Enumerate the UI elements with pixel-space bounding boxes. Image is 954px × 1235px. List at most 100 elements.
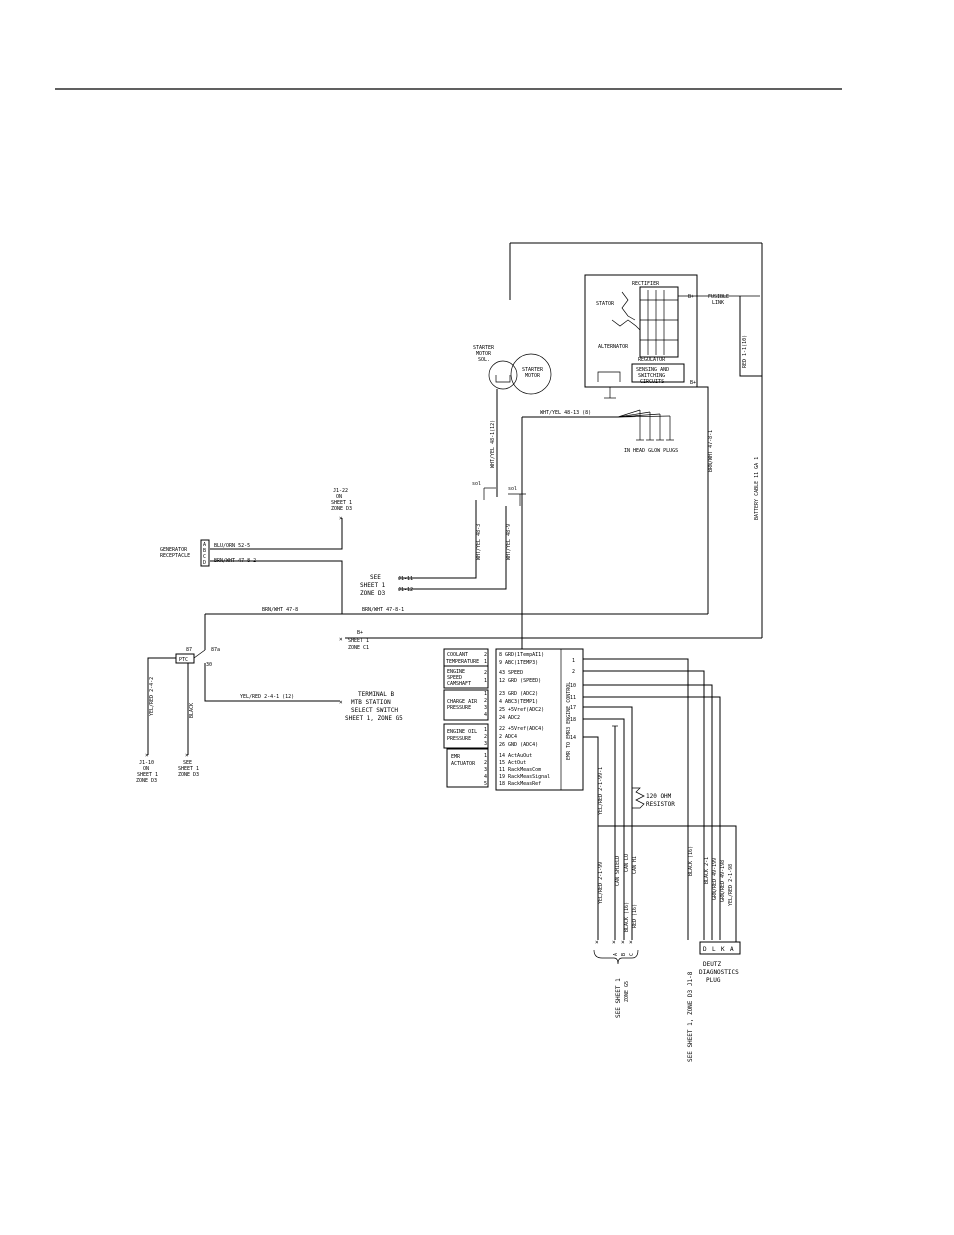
brn-wht-vertical-label: BRN/WHT 47-8-1 [708, 430, 714, 472]
svg-text:×: × [629, 939, 633, 946]
svg-text:11 RackMeasCom: 11 RackMeasCom [499, 767, 541, 773]
svg-text:×: × [339, 699, 343, 706]
sensor-charge-air: CHARGE AIR PRESSURE 1 2 3 4 [443, 689, 489, 721]
svg-text:PRESSURE: PRESSURE [447, 736, 471, 742]
svg-text:30: 30 [206, 662, 212, 668]
svg-text:J1-22: J1-22 [333, 488, 348, 494]
brn-47-8-label: BRN/WHT 47-8 [262, 607, 298, 613]
svg-text:B: B [203, 548, 206, 554]
svg-text:2: 2 [484, 734, 487, 740]
svg-text:5: 5 [484, 781, 487, 787]
svg-text:1: 1 [484, 727, 487, 733]
svg-text:1: 1 [484, 753, 487, 759]
svg-text:DIAGNOSTICS: DIAGNOSTICS [699, 969, 739, 976]
svg-text:SEE SHEET 1: SEE SHEET 1 [615, 978, 622, 1018]
sensing-label-2: SWITCHING [638, 373, 665, 379]
svg-text:SHEET 1: SHEET 1 [331, 500, 352, 506]
black-16b-label: BLACK (16) [688, 846, 694, 876]
svg-text:ON: ON [143, 766, 149, 772]
svg-text:3: 3 [484, 767, 487, 773]
svg-text:TERMINAL B: TERMINAL B [358, 691, 395, 698]
svg-text:TEMPERATURE: TEMPERATURE [446, 659, 479, 665]
b-plus-callout: B+ SHEET 1 ZONE C1 × [339, 630, 369, 651]
j1-10-callout: × J1-10 ON SHEET 1 ZONE D3 [136, 752, 158, 784]
svg-text:GENERATOR: GENERATOR [160, 547, 188, 553]
alternator-assembly: RECTIFIER STATOR ALTERNATOR REGULATOR SE… [584, 274, 760, 399]
grn-49-198-label: GRN/RED 49-198 [720, 860, 726, 902]
svg-text:14 ActAuOut: 14 ActAuOut [499, 753, 532, 759]
glow-plug-group: WHT/YEL 48-13 (8) IN HEAD GLOW PLUGS [522, 409, 678, 454]
svg-text:9 ABC(1TEMP3): 9 ABC(1TEMP3) [499, 660, 538, 666]
svg-text:SEE: SEE [370, 574, 381, 581]
svg-text:3: 3 [484, 741, 487, 747]
svg-text:25 +5Vref(ADC2): 25 +5Vref(ADC2) [499, 707, 544, 713]
generator-receptacle: A B C D GENERATOR RECEPTACLE BLU/ORN 52-… [160, 539, 256, 567]
svg-text:2 ADC4: 2 ADC4 [499, 734, 517, 740]
svg-text:ACTUATOR: ACTUATOR [451, 761, 476, 767]
svg-text:11: 11 [570, 695, 576, 701]
svg-text:18: 18 [570, 717, 576, 723]
svg-text:B: B [621, 953, 627, 956]
svg-text:PRESSURE: PRESSURE [447, 705, 471, 711]
terminal-wire-label: YEL/RED 2-4-1 (12) [240, 694, 294, 700]
svg-text:4 ABC3(TEMP1): 4 ABC3(TEMP1) [499, 699, 538, 705]
svg-text:RECEPTACLE: RECEPTACLE [160, 553, 190, 559]
svg-text:ZONE C1: ZONE C1 [348, 645, 369, 651]
svg-text:12 GRD (SPEED): 12 GRD (SPEED) [499, 678, 541, 684]
svg-text:2: 2 [484, 670, 487, 676]
svg-text:MTB STATION: MTB STATION [351, 699, 391, 706]
svg-text:SHEET 1: SHEET 1 [348, 638, 369, 644]
j1-22-callout: J1-22 ON SHEET 1 ZONE D3 × [331, 488, 352, 522]
svg-text:2: 2 [484, 698, 487, 704]
black-2-1-label: BLACK 2-1 [704, 857, 710, 884]
svg-text:J1-11: J1-11 [398, 576, 413, 582]
black-label: BLACK [189, 703, 195, 718]
svg-text:43 SPEED: 43 SPEED [499, 670, 523, 676]
svg-text:19 RackMeasSignal: 19 RackMeasSignal [499, 774, 550, 780]
svg-text:PTC: PTC [179, 657, 188, 663]
battery-cable-label: BATTERY CABLE 11 GA 1 [754, 457, 760, 520]
svg-text:×: × [621, 939, 625, 946]
svg-text:CHARGE AIR: CHARGE AIR [447, 699, 478, 705]
red-16-label: RED (16) [632, 904, 638, 928]
resistor-label-2: RESISTOR [646, 801, 675, 808]
svg-text:×: × [339, 636, 343, 643]
svg-text:D: D [703, 946, 707, 953]
svg-text:ZONE D3: ZONE D3 [331, 506, 352, 512]
starter-sol-label-1: STARTER [473, 345, 495, 351]
svg-text:SHEET 1: SHEET 1 [360, 582, 386, 589]
see-sheet-j1-8-label: SEE SHEET 1, ZONE D3 J1-8 [687, 971, 694, 1062]
svg-text:8 GRD(1TempAI1): 8 GRD(1TempAI1) [499, 652, 544, 658]
see-sheet-j1-callout: SEE SHEET 1 ZONE D3 J1-11 J1-12 [360, 574, 413, 597]
starter-motor-label-2: MOTOR [525, 373, 541, 379]
svg-text:ENGINE: ENGINE [447, 669, 465, 675]
black-16-label: BLACK (16) [624, 902, 630, 932]
can-terminal-group: × × × × A B C SEE SHEET 1 ZONE G5 [593, 939, 639, 1018]
svg-text:L: L [712, 946, 716, 953]
starter-sol-label-2: MOTOR [476, 351, 492, 357]
brn-47-8-1-label: BRN/WHT 47-8-1 [362, 607, 404, 613]
svg-text:×: × [145, 752, 149, 759]
svg-text:ZONE G5: ZONE G5 [624, 981, 630, 1002]
svg-text:ZONE D3: ZONE D3 [360, 590, 386, 597]
svg-text:K: K [721, 946, 725, 953]
svg-text:A: A [730, 946, 734, 953]
svg-text:B+: B+ [357, 630, 363, 636]
sensing-label-3: CIRCUITS [640, 379, 664, 385]
svg-text:EMR: EMR [451, 754, 461, 760]
sol-label-1: sol [472, 481, 481, 487]
svg-text:BLU/ORN 52-5: BLU/ORN 52-5 [214, 543, 250, 549]
svg-text:×: × [612, 939, 616, 946]
sensor-emr-actuator: EMR ACTUATOR 1 2 3 4 5 [446, 748, 489, 788]
fusible-link-label-1: FUSIBLE [708, 294, 729, 300]
yel-red-99-label: YEL/RED 2-1-99 [598, 862, 604, 904]
alternator-label: ALTERNATOR [598, 344, 629, 350]
svg-text:PLUG: PLUG [706, 977, 721, 984]
svg-text:4: 4 [484, 712, 487, 718]
can-shield-label: CAN SHIELD [615, 856, 621, 886]
ecm-connector: EMR TO EMR3 ENGINE CONTROL 8 GRD(1TempAI… [495, 648, 584, 791]
svg-text:ENGINE OIL: ENGINE OIL [447, 729, 477, 735]
svg-text:A: A [203, 542, 206, 548]
svg-text:D: D [203, 560, 206, 566]
